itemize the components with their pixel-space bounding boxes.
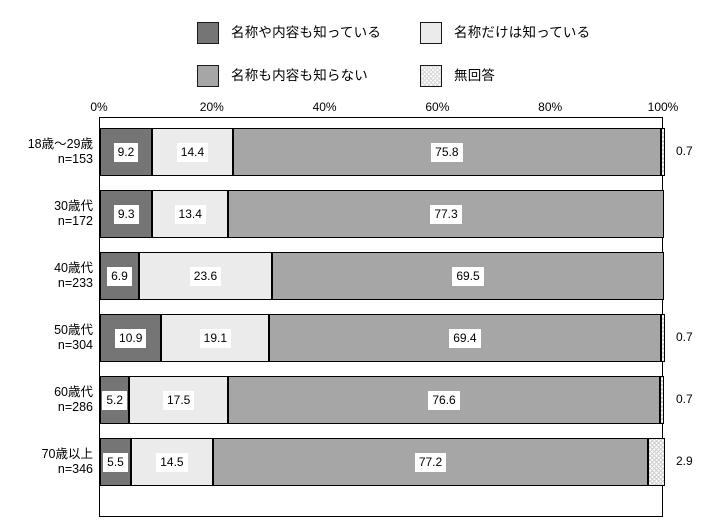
category-sample-size: n=286 (57, 400, 93, 414)
segment-value-label: 77.2 (414, 452, 447, 472)
bar-segment: 69.5 (272, 252, 664, 301)
legend-label-no-answer: 無回答 (454, 68, 496, 84)
bar-segment: 10.9 (100, 314, 162, 363)
segment-value-label: 76.6 (428, 390, 460, 410)
bar-row: 5.2 17.5 76.6 0.7 (100, 376, 693, 425)
segment-value-label: 14.5 (156, 452, 188, 472)
segment-value-label: 5.2 (102, 390, 127, 410)
segment-value-label: 10.9 (115, 328, 147, 348)
segment-value-label: 9.3 (113, 204, 139, 224)
bar-segment (660, 128, 665, 177)
bar-row: 6.9 23.6 69.5 (100, 252, 664, 301)
bar-segment: 19.1 (161, 314, 270, 363)
category-name: 60歳代 (54, 385, 93, 399)
legend-swatch-name-only (420, 22, 442, 44)
segment-value-label: 14.4 (176, 142, 209, 162)
x-axis-tick-40: 40% (312, 100, 337, 114)
bar-segment: 13.4 (152, 190, 228, 239)
x-axis-tick-80: 80% (538, 100, 563, 114)
x-axis-tick-20: 20% (199, 100, 224, 114)
category-sample-size: n=172 (57, 214, 93, 228)
x-axis-tick-100: 100% (647, 100, 679, 114)
bar-segment: 6.9 (100, 252, 139, 301)
chart-legend: 名称や内容も知っている 名称だけは知っている 名称も内容も知らない 無回答 (0, 8, 710, 90)
legend-swatch-unknown (197, 65, 219, 87)
outside-value-label: 0.7 (676, 330, 693, 345)
category-sample-size: n=346 (57, 462, 93, 476)
segment-value-label: 75.8 (431, 142, 463, 162)
segment-value-label: 19.1 (199, 328, 231, 348)
category-name: 70歳以上 (41, 447, 93, 461)
plot-area: 9.2 14.4 75.8 0.7 9.3 13.4 77.3 6.9 23.6 69.5 10.9… (99, 117, 693, 517)
segment-value-label: 5.5 (103, 452, 128, 472)
category-name: 50歳代 (54, 323, 93, 337)
bar-segment: 9.3 (100, 190, 153, 239)
bar-segment: 69.4 (269, 314, 661, 363)
bar-segment: 5.5 (100, 438, 132, 487)
x-axis-tick-0: 0% (90, 100, 108, 114)
legend-item-no-answer: 無回答 (420, 61, 495, 91)
legend-swatch-no-answer (420, 65, 442, 87)
bar-segment (648, 438, 665, 487)
outside-value-label: 2.9 (676, 454, 693, 469)
bar-row: 5.5 14.5 77.2 2.9 (100, 438, 693, 487)
legend-swatch-known (197, 22, 219, 44)
bar-segment: 14.5 (131, 438, 213, 487)
bar-segment: 14.4 (151, 128, 234, 177)
bar-segment (660, 376, 664, 425)
bar-segment: 77.3 (228, 190, 664, 239)
bar-row: 9.2 14.4 75.8 0.7 (100, 128, 693, 177)
segment-value-label: 77.3 (430, 204, 462, 224)
legend-item-unknown: 名称も内容も知らない (197, 61, 368, 91)
segment-value-label: 69.4 (449, 328, 481, 348)
legend-item-known: 名称や内容も知っている (197, 18, 381, 48)
outside-value-label: 0.7 (676, 144, 693, 159)
bar-segment: 75.8 (233, 128, 661, 177)
legend-label-unknown: 名称も内容も知らない (231, 68, 368, 84)
bar-segment (660, 314, 665, 363)
bar-segment: 9.2 (100, 128, 152, 177)
bar-segment: 77.2 (212, 438, 649, 487)
legend-row-bottom: 名称も内容も知らない 無回答 (0, 61, 710, 91)
bar-row: 9.3 13.4 77.3 (100, 190, 664, 239)
x-axis-tick-60: 60% (425, 100, 450, 114)
legend-label-name-only: 名称だけは知っている (454, 25, 591, 41)
category-name: 30歳代 (54, 199, 93, 213)
category-sample-size: n=304 (57, 338, 93, 352)
category-name: 18歳〜29歳 (27, 137, 93, 151)
segment-value-label: 13.4 (174, 204, 206, 224)
bar-segment: 5.2 (100, 376, 130, 425)
category-name: 40歳代 (54, 261, 93, 275)
bar-segment: 23.6 (138, 252, 272, 301)
bar-segment: 17.5 (129, 376, 228, 425)
legend-item-name-only: 名称だけは知っている (420, 18, 590, 48)
segment-value-label: 17.5 (162, 390, 195, 410)
segment-value-label: 69.5 (452, 266, 484, 286)
segment-value-label: 9.2 (113, 142, 139, 162)
category-sample-size: n=233 (57, 276, 93, 290)
bar-segment: 76.6 (228, 376, 661, 425)
legend-label-known: 名称や内容も知っている (231, 25, 382, 41)
segment-value-label: 23.6 (189, 266, 222, 286)
bar-row: 10.9 19.1 69.4 0.7 (100, 314, 693, 363)
segment-value-label: 6.9 (107, 266, 132, 286)
legend-row-top: 名称や内容も知っている 名称だけは知っている (0, 18, 710, 48)
x-axis-tick-labels: 0% 20% 40% 60% 80% 100% (0, 100, 710, 117)
category-sample-size: n=153 (57, 152, 93, 166)
outside-value-label: 0.7 (676, 392, 693, 407)
